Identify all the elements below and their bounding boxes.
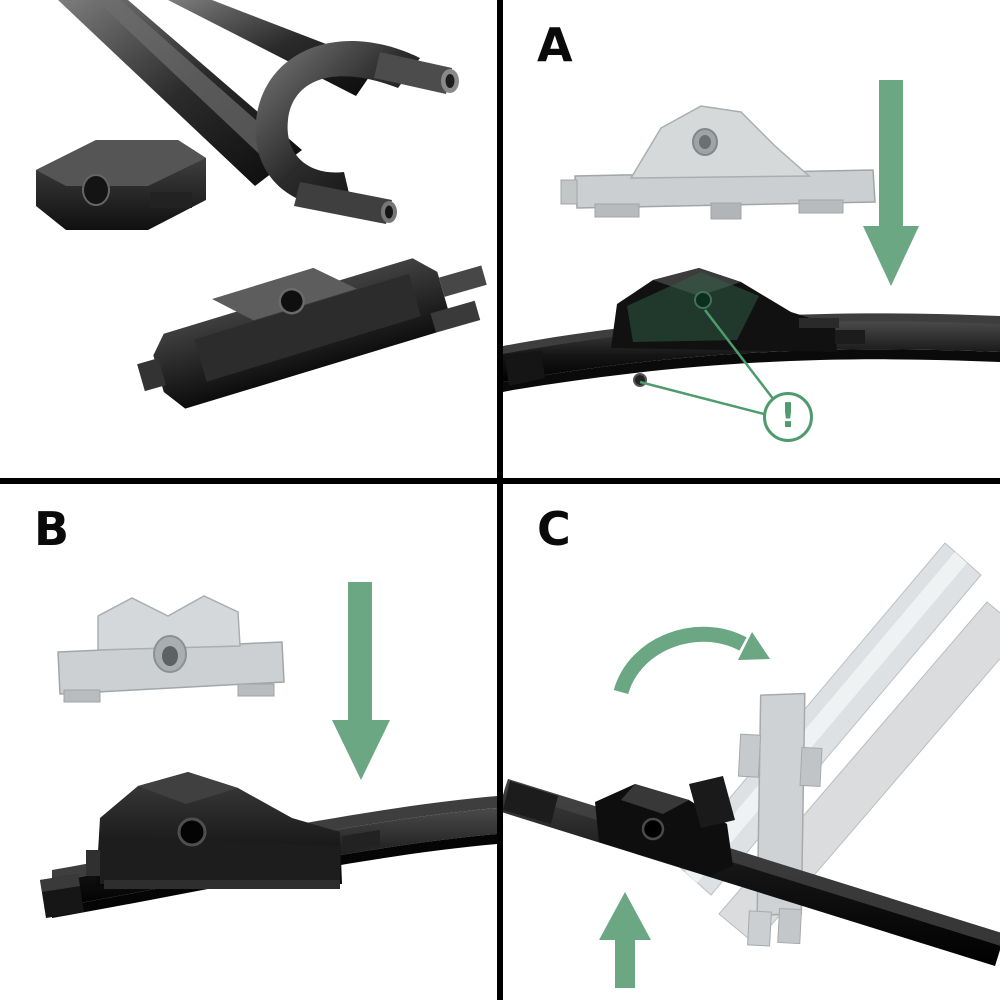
panel-step-a: A ! [503,0,1000,478]
warning-pointer-lines [639,309,775,416]
adapter-small [36,140,206,230]
gray-adapter-ghost [560,105,876,220]
grid-divider-horizontal [0,478,1000,484]
wiper-blade [40,772,497,918]
step-a-illustration [503,80,1000,416]
wiper-blade [503,776,1000,966]
rotate-arrow-icon [613,626,770,695]
wiper-arm-hook [58,0,459,224]
parts-illustration [36,0,487,409]
step-c-label: C [537,502,571,556]
down-arrow-icon [332,582,390,780]
warning-circle-icon: ! [763,392,813,442]
adapter-large [137,258,487,409]
warning-symbol: ! [780,396,796,436]
wiper-blade [503,268,1000,392]
step-b-label: B [34,502,70,556]
down-arrow-icon [863,80,919,286]
grid-divider-vertical [497,0,503,1000]
step-b-illustration [40,582,497,918]
step-c-illustration [503,542,1000,988]
step-a-label: A [537,18,573,72]
panel-step-b: B [0,484,497,1000]
panel-parts-overview [0,0,497,478]
adapter-connector [737,692,823,947]
gray-adapter [57,595,285,703]
up-arrow-icon [599,892,651,988]
panel-step-c: C [503,484,1000,1000]
